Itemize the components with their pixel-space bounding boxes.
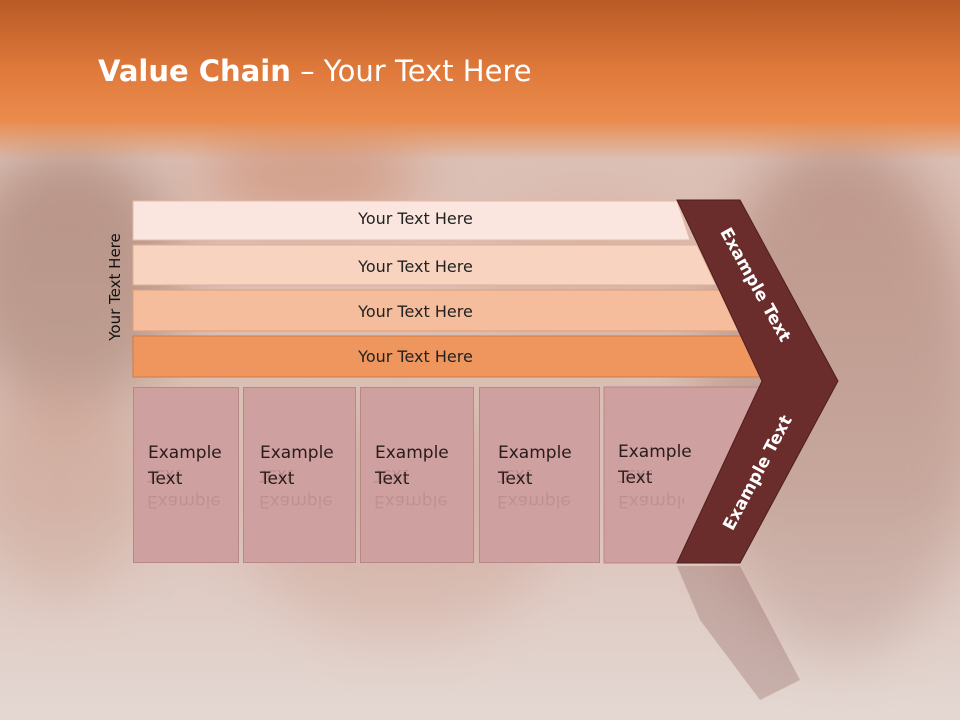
- support-row-2: [132, 244, 717, 286]
- support-row-3-label: Your Text Here: [358, 302, 473, 321]
- title-bold: Value Chain: [98, 54, 291, 88]
- support-row-4-label: Your Text Here: [358, 347, 473, 366]
- margin-chevron: [676, 199, 839, 564]
- support-row-1-label: Your Text Here: [358, 209, 473, 228]
- support-row-1: [132, 200, 691, 241]
- margin-chevron-reflection: [677, 566, 800, 700]
- slide-title: Value Chain – Your Text Here: [98, 54, 532, 88]
- support-row-2-label: Your Text Here: [358, 257, 473, 276]
- title-bar: [0, 0, 960, 160]
- title-rest: – Your Text Here: [290, 54, 532, 88]
